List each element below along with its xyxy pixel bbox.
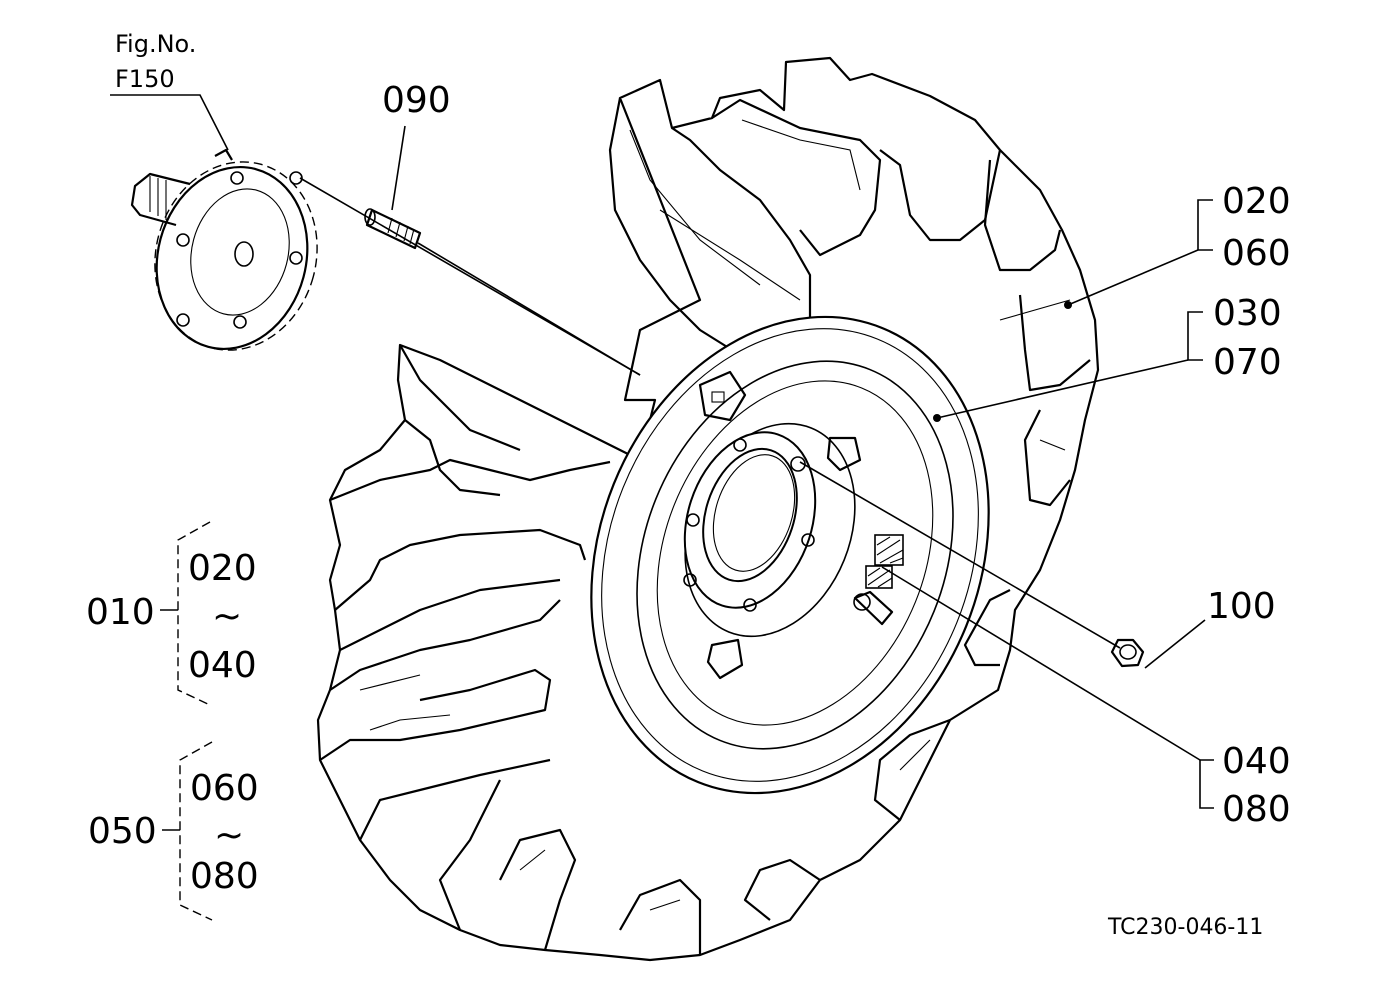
hex-nut-100 [1110,638,1145,668]
callout-030: 030 [1213,293,1282,334]
labels: Fig.No. F150 090 020 060 030 070 100 040… [86,30,1291,940]
callout-090: 090 [382,80,451,121]
assembly-010-tilde: ~ [212,596,242,637]
callout-080: 080 [1222,789,1291,830]
assembly-050-tilde: ~ [214,815,244,856]
axle-flange-drawing [130,148,318,351]
callout-060: 060 [1222,233,1291,274]
assembly-050-id: 050 [88,811,157,852]
leader-lines [110,94,1214,921]
assembly-050-to: 080 [190,856,259,897]
assembly-010-id: 010 [86,592,155,633]
callout-070: 070 [1213,342,1282,383]
assembly-050-from: 060 [190,768,259,809]
assembly-010-to: 040 [188,645,257,686]
callout-020: 020 [1222,181,1291,222]
drawing-code: TC230-046-11 [1107,915,1263,940]
assembly-010-from: 020 [188,548,257,589]
stud-bolt-090 [364,208,422,250]
callout-040: 040 [1222,741,1291,782]
wheel-disc-drawing [590,315,990,795]
figure-ref-line2: F150 [115,65,175,93]
figure-ref-line1: Fig.No. [115,30,196,58]
callout-100: 100 [1207,586,1276,627]
